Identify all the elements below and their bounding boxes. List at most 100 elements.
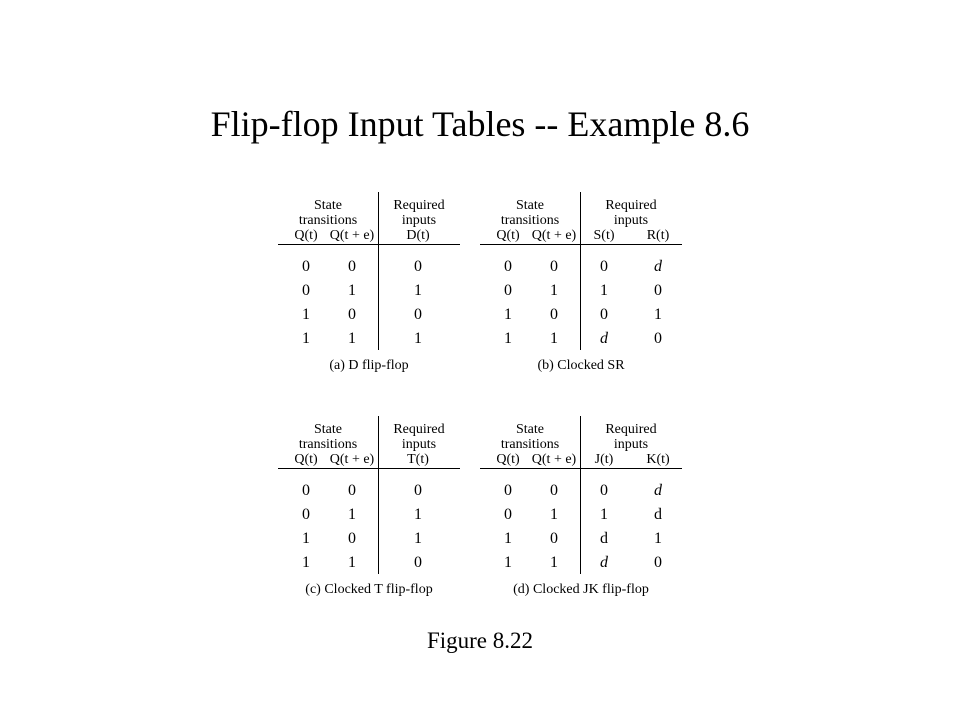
header-required-line2: inputs [401, 437, 437, 452]
table-caption: (b) Clocked SR [537, 358, 625, 373]
table-cell: 1 [414, 506, 422, 523]
table-cell: 1 [550, 506, 558, 523]
col-header-qt: Q(t) [496, 452, 520, 467]
table-cell: 0 [414, 482, 422, 499]
table-cell: d [600, 530, 608, 547]
col-header-input: J(t) [594, 452, 614, 467]
table-cell: 0 [550, 306, 558, 323]
table-cell: 1 [654, 306, 662, 323]
table-cell: 1 [348, 330, 356, 347]
table-cell: 0 [550, 258, 558, 275]
header-rule [278, 244, 460, 245]
table-cell: 0 [600, 306, 608, 323]
table-caption: (d) Clocked JK flip-flop [513, 582, 649, 597]
table-cell: 1 [348, 554, 356, 571]
header-state-line2: transitions [500, 437, 560, 452]
table-cell: 0 [654, 282, 662, 299]
table-cell: 0 [414, 554, 422, 571]
header-state-line1: State [314, 422, 342, 437]
header-state-line1: State [516, 198, 544, 213]
table-cell: 0 [414, 258, 422, 275]
col-header-input: T(t) [407, 452, 429, 467]
table-cell: 1 [550, 282, 558, 299]
table-cell: 0 [504, 282, 512, 299]
column-divider [378, 416, 379, 574]
header-rule [480, 468, 682, 469]
header-state-line2: transitions [298, 213, 358, 228]
col-header-qte: Q(t + e) [531, 452, 577, 467]
header-required-line2: inputs [613, 213, 649, 228]
header-required-line2: inputs [613, 437, 649, 452]
table-cell: 0 [654, 330, 662, 347]
col-header-qte: Q(t + e) [329, 452, 375, 467]
table-cell: d [654, 258, 662, 275]
header-required-line1: Required [605, 198, 657, 213]
col-header-qte: Q(t + e) [531, 228, 577, 243]
table-cell: 0 [302, 506, 310, 523]
table-cell: 1 [504, 530, 512, 547]
table-cell: 0 [348, 530, 356, 547]
table-cell: 1 [654, 530, 662, 547]
table-cell: d [654, 506, 662, 523]
header-required-line1: Required [393, 422, 445, 437]
slide-title: Flip-flop Input Tables -- Example 8.6 [210, 104, 750, 144]
table-cell: d [600, 554, 608, 571]
column-divider [378, 192, 379, 350]
column-divider [580, 416, 581, 574]
col-header-input: D(t) [406, 228, 430, 243]
col-header-qt: Q(t) [294, 228, 318, 243]
table-cell: 1 [348, 282, 356, 299]
table-cell: 0 [302, 258, 310, 275]
table-cell: 0 [504, 482, 512, 499]
table-cell: 1 [414, 330, 422, 347]
header-state-line2: transitions [500, 213, 560, 228]
col-header-qt: Q(t) [496, 228, 520, 243]
col-header-input: S(t) [593, 228, 615, 243]
header-rule [480, 244, 682, 245]
table-cell: d [654, 482, 662, 499]
column-divider [580, 192, 581, 350]
table-cell: 0 [550, 482, 558, 499]
table-cell: 0 [504, 506, 512, 523]
table-cell: 0 [348, 482, 356, 499]
col-header-input: R(t) [646, 228, 670, 243]
table-cell: 0 [654, 554, 662, 571]
table-cell: 1 [550, 330, 558, 347]
table-cell: 0 [348, 306, 356, 323]
table-cell: 0 [504, 258, 512, 275]
table-cell: 1 [302, 330, 310, 347]
col-header-qte: Q(t + e) [329, 228, 375, 243]
table-cell: 0 [414, 306, 422, 323]
table-cell: 0 [302, 482, 310, 499]
table-cell: 0 [550, 530, 558, 547]
table-cell: 0 [302, 282, 310, 299]
table-caption: (a) D flip-flop [329, 358, 409, 373]
col-header-qt: Q(t) [294, 452, 318, 467]
table-cell: 1 [504, 306, 512, 323]
header-state-line2: transitions [298, 437, 358, 452]
table-cell: 0 [600, 258, 608, 275]
table-cell: 1 [302, 554, 310, 571]
table-cell: 0 [600, 482, 608, 499]
table-cell: 1 [600, 282, 608, 299]
col-header-input: K(t) [646, 452, 670, 467]
table-cell: 1 [504, 330, 512, 347]
table-cell: 1 [550, 554, 558, 571]
table-cell: 1 [600, 506, 608, 523]
table-cell: 1 [302, 530, 310, 547]
header-rule [278, 468, 460, 469]
table-cell: 0 [348, 258, 356, 275]
table-cell: 1 [348, 506, 356, 523]
table-cell: 1 [302, 306, 310, 323]
figure-caption: Figure 8.22 [426, 628, 534, 653]
